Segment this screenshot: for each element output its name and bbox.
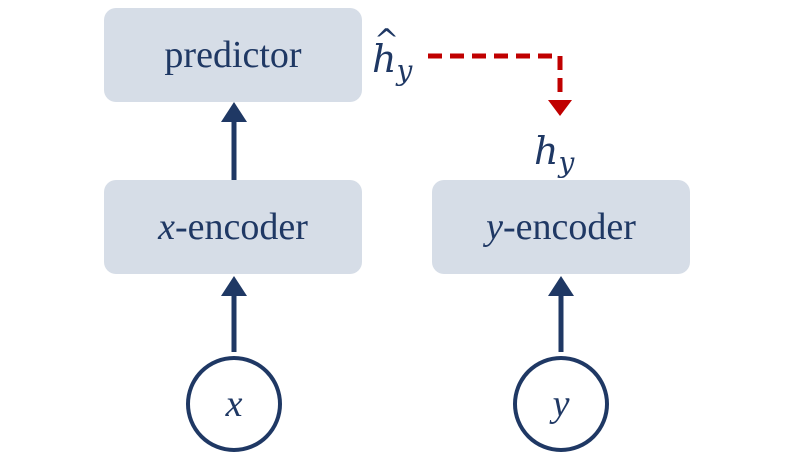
- h-hat-subscript: y: [396, 54, 413, 87]
- x-encoder-suffix: -encoder: [174, 206, 308, 248]
- arrow-y-to-y-encoder: [548, 276, 574, 352]
- predictor-label: predictor: [164, 34, 302, 76]
- x-encoder-box: x-encoder: [104, 180, 362, 274]
- arrow-x-to-x-encoder: [221, 276, 247, 352]
- y-encoder-suffix: -encoder: [502, 206, 636, 248]
- x-node-label: x: [225, 383, 243, 425]
- prediction-dashed-arrow: [428, 53, 572, 116]
- predictor-box: predictor: [104, 8, 362, 102]
- y-node-label: y: [552, 383, 570, 425]
- hat-accent: ^: [374, 23, 400, 58]
- y-input-node: y: [513, 356, 609, 452]
- y-encoder-var: y: [486, 206, 503, 248]
- h-base: h: [534, 129, 559, 173]
- h-hat-base: h: [372, 37, 397, 81]
- x-encoder-var: x: [158, 206, 175, 248]
- h-y-label: hy: [534, 132, 574, 177]
- y-encoder-box: y-encoder: [432, 180, 690, 274]
- x-input-node: x: [186, 356, 282, 452]
- h-subscript: y: [558, 146, 575, 179]
- arrow-x-encoder-to-predictor: [221, 102, 247, 180]
- h-hat-y-label: ^ h y: [372, 26, 413, 87]
